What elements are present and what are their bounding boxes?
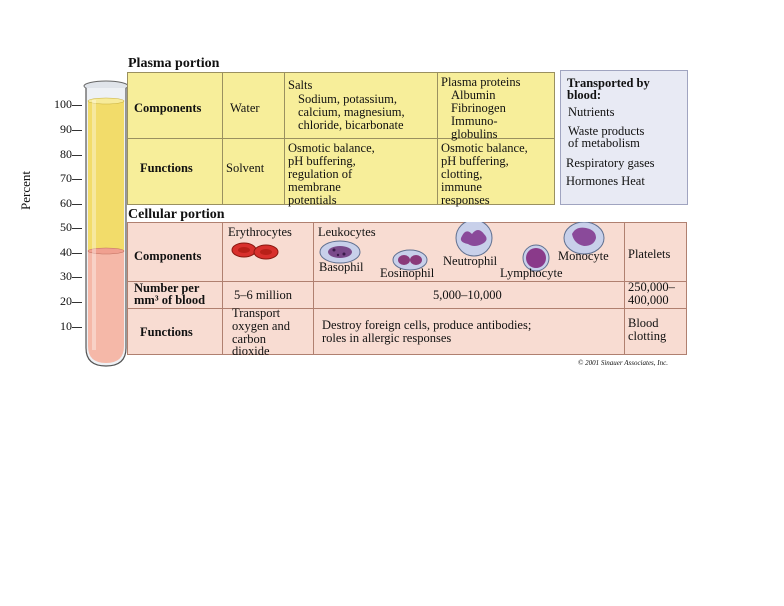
basophil-label: Basophil <box>319 260 364 274</box>
transported-item: Nutrients <box>568 105 615 119</box>
transported-item: Respiratory gases <box>566 156 655 170</box>
copyright: © 2001 Sinauer Associates, Inc. <box>578 359 668 367</box>
tick-label: 10 <box>60 319 72 333</box>
erythrocyte-icon <box>231 242 279 260</box>
eosinophil-label: Eosinophil <box>380 266 435 280</box>
neutrophil-icon <box>455 222 493 257</box>
tick-label: 90 <box>60 122 72 136</box>
leuko-function: roles in allergic responses <box>322 331 452 345</box>
test-tube-graphic <box>83 80 129 367</box>
plasma-table <box>127 72 555 205</box>
transported-box <box>560 70 688 205</box>
transported-item: of metabolism <box>568 136 640 150</box>
cell-illustrations <box>231 222 605 272</box>
proteins-function-line: clotting, <box>441 167 483 181</box>
number-label: mm³ of blood <box>134 293 206 307</box>
salts-line: chloride, bicarbonate <box>298 118 404 132</box>
leukocytes-label: Leukocytes <box>318 225 376 239</box>
proteins-line: Fibrinogen <box>451 101 506 115</box>
proteins-function-line: responses <box>441 193 490 207</box>
salts-heading: Salts <box>288 78 313 92</box>
proteins-function-line: immune <box>441 180 482 194</box>
proteins-function-line: pH buffering, <box>441 154 509 168</box>
leuko-number: 5,000–10,000 <box>433 288 502 302</box>
tick-label: 50 <box>60 220 72 234</box>
erythrocytes-label: Erythrocytes <box>228 225 292 239</box>
erythro-function: carbon <box>232 332 267 346</box>
salts-line: Sodium, potassium, <box>298 92 397 106</box>
tick-label: 40 <box>60 245 72 259</box>
lymphocyte-icon <box>522 244 550 272</box>
monocyte-label: Monocyte <box>558 249 609 263</box>
tick-label: 60 <box>60 196 72 210</box>
proteins-line: Immuno- <box>451 114 498 128</box>
solvent-label: Solvent <box>226 161 265 175</box>
salts-line: calcium, magnesium, <box>298 105 405 119</box>
proteins-line: globulins <box>451 127 498 141</box>
monocyte-icon <box>563 222 605 255</box>
salts-function-line: potentials <box>288 193 337 207</box>
plasma-layer <box>88 101 124 251</box>
cellular-components-label: Components <box>134 249 202 263</box>
tick-label: 80 <box>60 147 72 161</box>
erythro-function: dioxide <box>232 344 270 358</box>
test-tube <box>80 80 132 370</box>
tick-label: 20 <box>60 294 72 308</box>
platelet-number: 250,000– <box>628 280 675 294</box>
plasma-components-label: Components <box>134 101 202 115</box>
axis-label: Percent <box>18 171 33 210</box>
plasma-functions-label: Functions <box>140 161 193 175</box>
cellular-functions-label: Functions <box>140 325 193 339</box>
platelet-function: Blood <box>628 316 659 330</box>
erythro-function: Transport <box>232 306 281 320</box>
erythro-number: 5–6 million <box>234 288 292 302</box>
lymphocyte-label: Lymphocyte <box>500 266 563 280</box>
neutrophil-label: Neutrophil <box>443 254 498 268</box>
erythro-function: oxygen and <box>232 319 290 333</box>
tick-label: 70 <box>60 171 72 185</box>
transported-item: Hormones Heat <box>566 174 645 188</box>
transported-item: Waste products <box>568 124 645 138</box>
proteins-heading: Plasma proteins <box>441 75 521 89</box>
salts-function-line: pH buffering, <box>288 154 356 168</box>
tick-label: 100 <box>54 97 72 111</box>
transported-title: blood: <box>567 88 602 102</box>
platelets-label: Platelets <box>628 247 671 261</box>
eosinophil-icon <box>392 249 428 271</box>
salts-function-line: Osmotic balance, <box>288 141 375 155</box>
proteins-line: Albumin <box>451 88 496 102</box>
leuko-function: Destroy foreign cells, produce antibodie… <box>322 318 532 332</box>
platelet-number: 400,000 <box>628 293 669 307</box>
number-label: Number per <box>134 281 200 295</box>
salts-function-line: membrane <box>288 180 341 194</box>
tick-label: 30 <box>60 269 72 283</box>
transported-title: Transported by <box>567 76 650 90</box>
salts-function-line: regulation of <box>288 167 353 181</box>
proteins-function-line: Osmotic balance, <box>441 141 528 155</box>
cellular-title: Cellular portion <box>128 207 225 222</box>
platelet-function: clotting <box>628 329 667 343</box>
basophil-icon <box>319 240 361 264</box>
water-label: Water <box>230 101 260 115</box>
cells-layer <box>88 251 124 363</box>
plasma-title: Plasma portion <box>128 56 220 71</box>
